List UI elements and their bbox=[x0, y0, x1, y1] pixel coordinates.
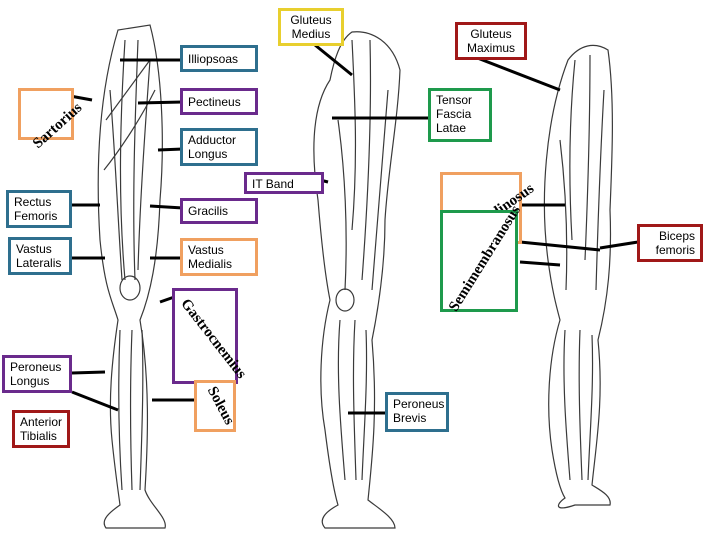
posterior-leg-drawing bbox=[543, 44, 613, 509]
pointer-pectineus bbox=[137, 100, 184, 105]
label-semimembranosus-box bbox=[440, 210, 518, 312]
pointer-anterior-tibialis bbox=[71, 390, 119, 412]
pointer-gluteus-medius bbox=[314, 43, 353, 77]
pointer-gracilis bbox=[149, 204, 184, 210]
anterior-leg-drawing bbox=[97, 24, 166, 529]
label-gastrocnemius-box bbox=[172, 288, 238, 384]
label-rectus-femoris: Rectus Femoris bbox=[6, 190, 72, 228]
label-tensor-fascia-latae: Tensor Fascia Latae bbox=[428, 88, 492, 142]
pointer-semimembranosus bbox=[519, 260, 561, 267]
pointer-peroneus-longus bbox=[71, 370, 106, 375]
pointer-adductor-longus bbox=[157, 147, 184, 152]
label-soleus-box bbox=[194, 380, 236, 432]
lateral-leg-drawing bbox=[313, 31, 401, 529]
label-vastus-medialis: Vastus Medialis bbox=[180, 238, 258, 276]
label-illiopsoas: Illiopsoas bbox=[180, 45, 258, 72]
label-it-band: IT Band bbox=[244, 172, 324, 194]
pointer-biceps-femoris-1 bbox=[599, 240, 639, 250]
label-peroneus-longus: Peroneus Longus bbox=[2, 355, 72, 393]
label-vastus-lateralis: Vastus Lateralis bbox=[8, 237, 72, 275]
label-biceps-femoris: Biceps femoris bbox=[637, 224, 703, 262]
label-sartorius-box bbox=[18, 88, 74, 140]
label-gluteus-medius: Gluteus Medius bbox=[278, 8, 344, 46]
label-anterior-tibialis: Anterior Tibialis bbox=[12, 410, 70, 448]
label-gracilis: Gracilis bbox=[180, 198, 258, 224]
label-gluteus-maximus: Gluteus Maximus bbox=[455, 22, 527, 60]
pointer-biceps-femoris-2 bbox=[519, 240, 601, 252]
label-peroneus-brevis: Peroneus Brevis bbox=[385, 392, 449, 432]
label-adductor-longus: Adductor Longus bbox=[180, 128, 258, 166]
label-pectineus: Pectineus bbox=[180, 88, 258, 115]
